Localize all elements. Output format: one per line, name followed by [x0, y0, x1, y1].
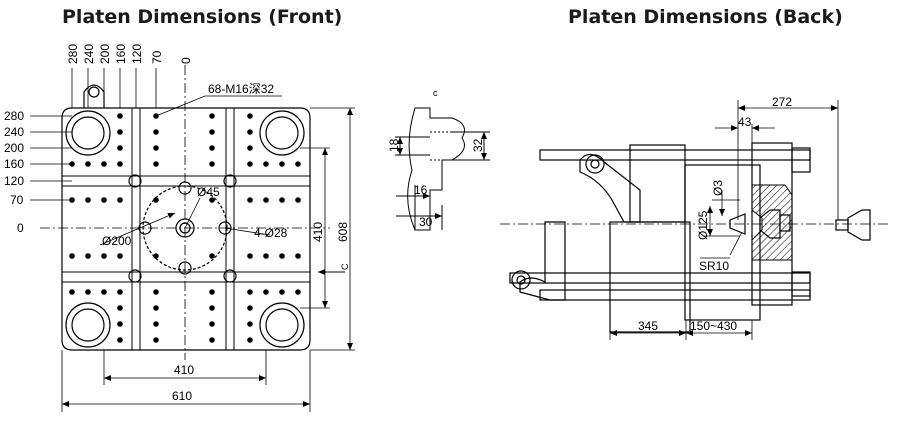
section-dim-16: 16 — [414, 183, 428, 197]
top-label-280: 280 — [66, 44, 80, 64]
pcd-label: Ø200 — [102, 234, 132, 248]
center-hole-label: Ø45 — [197, 185, 220, 199]
top-label-200: 200 — [98, 44, 112, 64]
section-dim-32: 32 — [471, 138, 485, 152]
section-dim-18: 18 — [387, 138, 401, 152]
top-label-160: 160 — [114, 44, 128, 64]
platen-height: 608 — [336, 222, 350, 242]
tie-bar-bosses — [65, 110, 305, 348]
top-leaders — [71, 68, 157, 108]
platen-width: 610 — [172, 389, 192, 403]
section-dim-30: 30 — [419, 215, 433, 229]
t-slots — [62, 108, 310, 350]
back-dim-150-430: 150~430 — [690, 319, 737, 333]
threaded-holes — [69, 113, 301, 343]
section-c-detail — [395, 107, 490, 231]
section-c-marker: c — [433, 88, 438, 98]
top-label-70: 70 — [150, 50, 164, 64]
back-dim-43: 43 — [738, 115, 752, 129]
left-label-240: 240 — [4, 125, 24, 139]
back-dim-345: 345 — [638, 319, 658, 333]
left-label-160: 160 — [4, 157, 24, 171]
tie-bar-spacing-v: 410 — [311, 222, 325, 242]
back-dim-d125: Ø125 — [696, 210, 710, 240]
back-view-drawing — [509, 142, 871, 333]
top-label-0: 0 — [179, 57, 193, 64]
left-dimension-labels: 280 240 200 160 120 70 0 — [4, 109, 24, 235]
top-dimension-labels: 280 240 200 160 120 70 0 — [66, 44, 193, 64]
bolt-holes-label: 4-Ø28 — [254, 226, 288, 240]
left-label-70: 70 — [10, 193, 24, 207]
hole-note: 68-M16深32 — [208, 82, 274, 96]
back-dim-sr10: SR10 — [699, 259, 729, 273]
front-title: Platen Dimensions (Front) — [62, 6, 343, 28]
back-title: Platen Dimensions (Back) — [568, 6, 843, 28]
top-label-120: 120 — [130, 44, 144, 64]
tie-bar-spacing-h: 410 — [174, 363, 194, 377]
back-dim-d3: Ø3 — [711, 180, 725, 196]
platen-outline — [61, 107, 311, 351]
left-leaders — [30, 115, 72, 201]
front-platen-drawing — [61, 84, 311, 351]
top-label-240: 240 — [82, 44, 96, 64]
left-label-120: 120 — [4, 174, 24, 188]
left-label-280: 280 — [4, 109, 24, 123]
section-marker-front: C — [340, 263, 350, 270]
left-label-0: 0 — [17, 221, 24, 235]
hatched-nozzle-region — [751, 184, 793, 261]
back-dim-272: 272 — [772, 95, 792, 109]
left-label-200: 200 — [4, 141, 24, 155]
